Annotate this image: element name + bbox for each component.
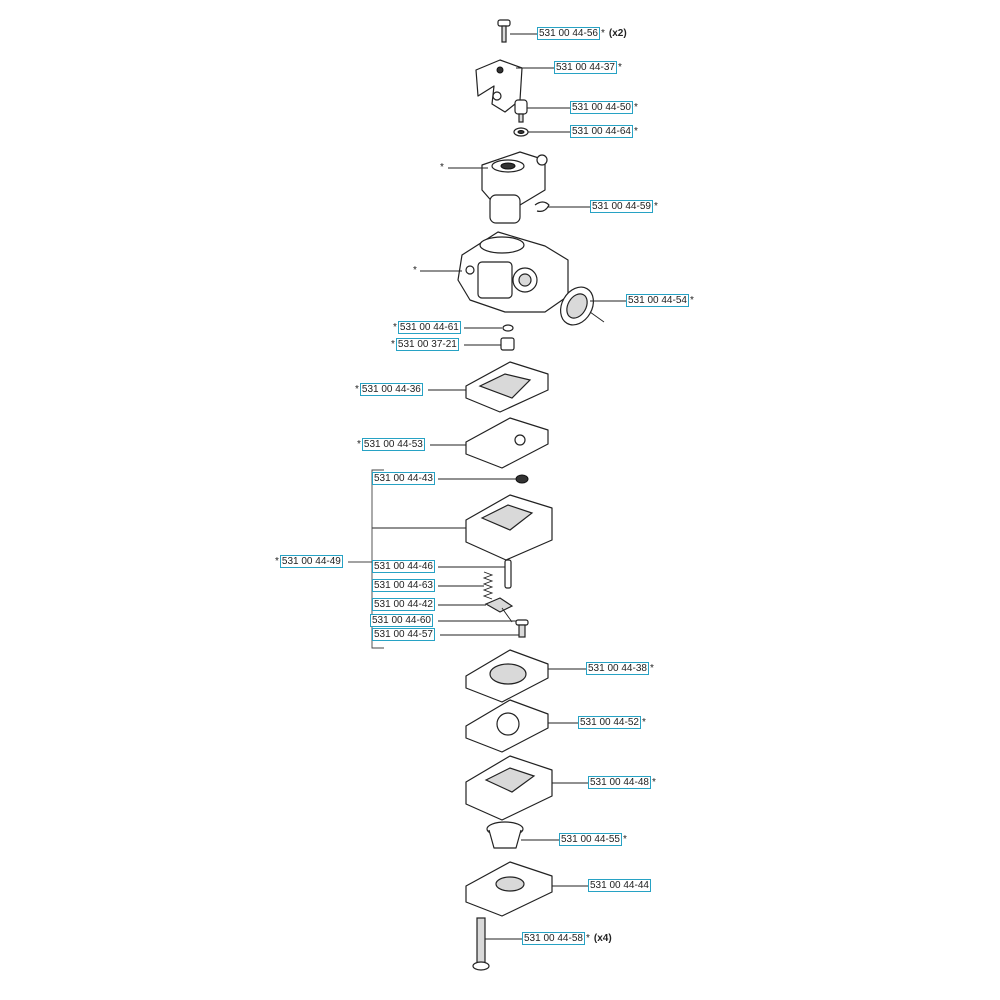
part-number[interactable]: 531 00 44-44 — [588, 879, 651, 892]
part-number[interactable]: 531 00 44-46 — [372, 560, 435, 573]
part-label-5[interactable]: 531 00 44-59* — [590, 200, 658, 213]
diaphragm-upper-drawing — [465, 417, 549, 469]
carburetor-body-drawing — [457, 231, 569, 313]
part-label-16[interactable]: 531 00 44-60 — [370, 614, 433, 627]
part-number[interactable]: 531 00 44-36 — [359, 383, 423, 396]
part-label-23[interactable]: 531 00 44-58*(x4) — [522, 932, 612, 945]
o-ring-drawing — [502, 324, 514, 332]
unlabeled-marker-2: * — [413, 265, 417, 276]
throttle-barrel-drawing — [481, 151, 548, 224]
primer-bulb-drawing — [486, 821, 524, 849]
part-number[interactable]: 531 00 44-37 — [554, 61, 617, 74]
lever-drawing — [484, 597, 514, 623]
part-number[interactable]: 531 00 37-21 — [395, 338, 459, 351]
part-label-6[interactable]: 531 00 44-54* — [626, 294, 694, 307]
valve-plug-drawing — [514, 99, 528, 123]
part-number[interactable]: 531 00 44-53 — [361, 438, 425, 451]
part-number[interactable]: 531 00 44-48 — [588, 776, 651, 789]
screw-lever-drawing — [515, 619, 529, 638]
part-label-12-kit[interactable]: *531 00 44-49 — [275, 555, 343, 568]
part-number[interactable]: 531 00 44-54 — [626, 294, 689, 307]
part-number[interactable]: 531 00 44-42 — [372, 598, 435, 611]
part-label-2[interactable]: 531 00 44-37* — [554, 61, 622, 74]
base-plate-drawing — [465, 861, 553, 917]
part-label-1[interactable]: 531 00 44-56*(x2) — [537, 27, 627, 40]
bracket-drawing — [475, 59, 523, 113]
unlabeled-marker-1: * — [440, 162, 444, 173]
inlet-needle-drawing — [504, 559, 512, 589]
part-number[interactable]: 531 00 44-63 — [372, 579, 435, 592]
part-number[interactable]: 531 00 44-55 — [559, 833, 622, 846]
part-number[interactable]: 531 00 44-52 — [578, 716, 641, 729]
part-number[interactable]: 531 00 44-57 — [372, 628, 435, 641]
part-label-14[interactable]: 531 00 44-63 — [372, 579, 435, 592]
part-label-4[interactable]: 531 00 44-64* — [570, 125, 638, 138]
part-label-15[interactable]: 531 00 44-42 — [372, 598, 435, 611]
part-label-11[interactable]: 531 00 44-43 — [372, 472, 435, 485]
part-number[interactable]: 531 00 44-43 — [372, 472, 435, 485]
part-label-22[interactable]: 531 00 44-44 — [588, 879, 651, 892]
part-number[interactable]: 531 00 44-59 — [590, 200, 653, 213]
part-label-21[interactable]: 531 00 44-55* — [559, 833, 627, 846]
part-label-10[interactable]: *531 00 44-53 — [357, 438, 425, 451]
diaphragm-lower-drawing — [465, 699, 549, 753]
part-number[interactable]: 531 00 44-58 — [522, 932, 585, 945]
part-label-13[interactable]: 531 00 44-46 — [372, 560, 435, 573]
seal-ring-drawing — [560, 286, 594, 326]
part-label-3[interactable]: 531 00 44-50* — [570, 101, 638, 114]
clip-drawing — [534, 201, 550, 212]
part-number[interactable]: 531 00 44-56 — [537, 27, 600, 40]
quantity: (x4) — [593, 933, 612, 944]
part-label-9[interactable]: *531 00 44-36 — [355, 383, 423, 396]
part-number[interactable]: 531 00 44-61 — [397, 321, 461, 334]
part-label-17[interactable]: 531 00 44-57 — [372, 628, 435, 641]
quantity: (x2) — [608, 28, 627, 39]
screw-small-drawing — [497, 19, 511, 43]
part-number[interactable]: 531 00 44-60 — [370, 614, 433, 627]
long-screw-drawing — [472, 917, 490, 971]
part-label-19[interactable]: 531 00 44-52* — [578, 716, 646, 729]
leader-lines — [348, 33, 626, 940]
part-label-8[interactable]: *531 00 37-21 — [391, 338, 459, 351]
plug-drawing — [500, 337, 515, 351]
washer-drawing — [513, 127, 529, 137]
spring-drawing — [482, 571, 494, 600]
part-label-20[interactable]: 531 00 44-48* — [588, 776, 656, 789]
pump-cover-drawing — [465, 474, 553, 561]
gasket-upper-drawing — [465, 361, 549, 413]
metering-cover-drawing — [465, 755, 553, 821]
gasket-lower-drawing — [465, 649, 549, 703]
part-label-7[interactable]: *531 00 44-61 — [393, 321, 461, 334]
part-label-18[interactable]: 531 00 44-38* — [586, 662, 654, 675]
part-number[interactable]: 531 00 44-38 — [586, 662, 649, 675]
part-number[interactable]: 531 00 44-64 — [570, 125, 633, 138]
part-number[interactable]: 531 00 44-49 — [279, 555, 343, 568]
part-number[interactable]: 531 00 44-50 — [570, 101, 633, 114]
